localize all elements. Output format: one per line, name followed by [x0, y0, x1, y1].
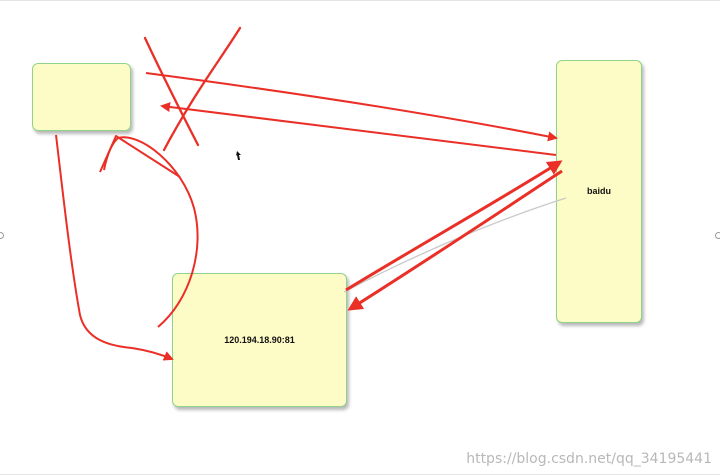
arrow-client-to-baidu [145, 72, 558, 142]
arrow-server-to-baidu [345, 160, 563, 292]
pen-cursor-icon [236, 151, 241, 160]
baidu-node-label: baidu [587, 186, 611, 196]
watermark-text: https://blog.csdn.net/qq_34195441 [466, 451, 712, 467]
server-baidu-connector [343, 197, 567, 293]
hand-loop-client-to-server [55, 134, 174, 361]
cross-stroke-2 [162, 26, 242, 152]
server-node[interactable]: 120.194.18.90:81 [172, 273, 347, 407]
hand-arrowhead-client [99, 135, 181, 178]
client-node[interactable] [32, 63, 131, 131]
arrow-baidu-to-server [347, 169, 563, 311]
frame-top-border [0, 0, 720, 1]
baidu-node[interactable]: baidu [556, 60, 642, 323]
right-resize-handle[interactable] [715, 232, 720, 239]
cross-stroke-1 [143, 36, 200, 147]
arrow-baidu-to-client [160, 102, 557, 156]
server-node-label: 120.194.18.90:81 [224, 335, 295, 345]
left-resize-handle[interactable] [0, 232, 4, 239]
